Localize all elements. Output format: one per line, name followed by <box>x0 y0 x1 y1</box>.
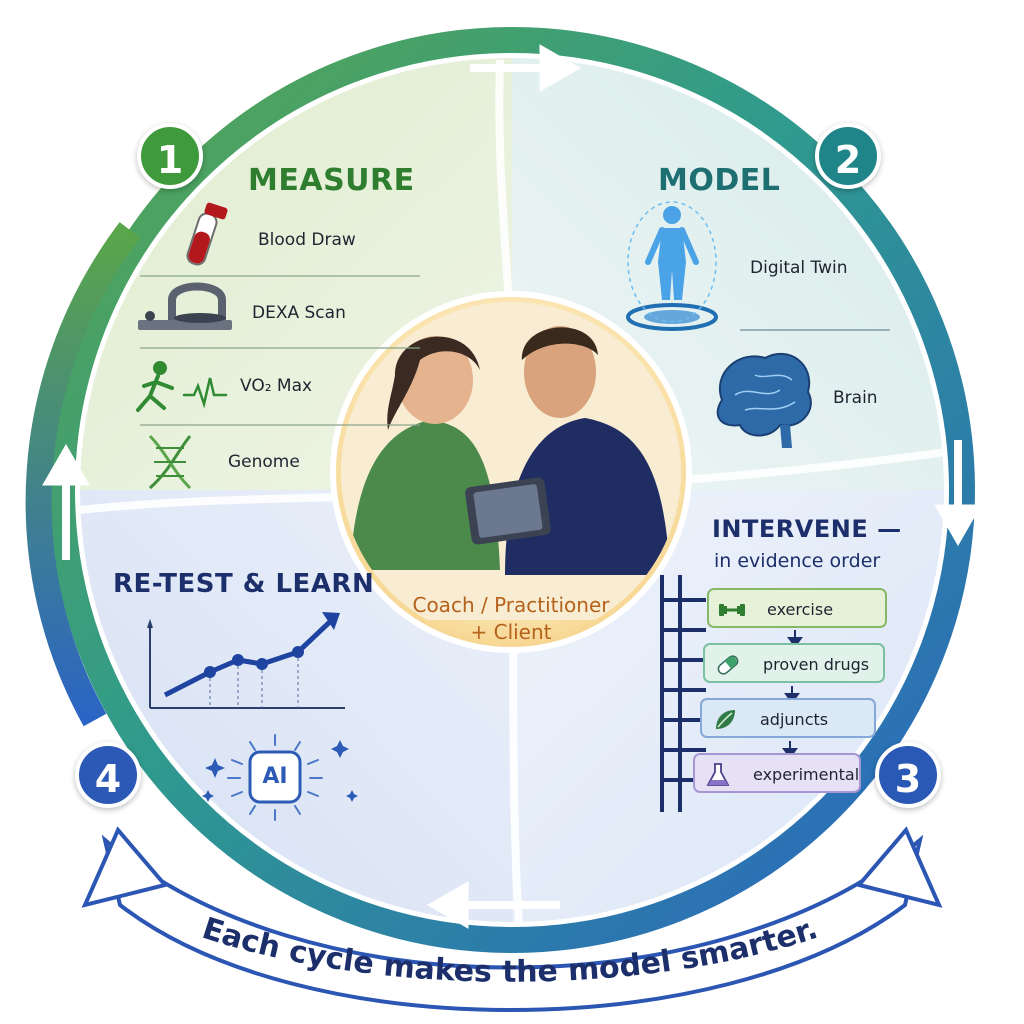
step-number-2: 2 <box>815 123 881 189</box>
model-heading: MODEL <box>658 163 781 198</box>
ladder-step-adjuncts: adjuncts <box>700 698 876 738</box>
dexa-scanner-icon <box>138 282 232 330</box>
leaf-icon <box>716 710 735 729</box>
intervene-heading: INTERVENE — <box>712 515 902 543</box>
brain-icon <box>716 352 812 448</box>
trend-chart-icon <box>147 612 345 709</box>
ladder-step-proven-drugs: proven drugs <box>703 643 885 683</box>
coach-client-illustration <box>341 302 681 620</box>
measure-heading: MEASURE <box>248 163 415 198</box>
flask-icon <box>706 763 730 786</box>
intervene-subheading: in evidence order <box>714 550 881 572</box>
model-item-brain: Brain <box>833 388 878 408</box>
step-number-1: 1 <box>137 123 203 189</box>
ladder-step-experimental-label: experimental <box>753 765 860 784</box>
ring-arrows <box>42 44 982 929</box>
ladder-step-exercise: exercise <box>707 588 887 628</box>
measure-item-dexa-scan: DEXA Scan <box>252 303 346 323</box>
dna-icon <box>148 434 192 490</box>
center-caption-line2: + Client <box>470 620 552 644</box>
footer-banner <box>81 826 943 1012</box>
evidence-ladder <box>660 575 706 812</box>
retest-heading: RE-TEST & LEARN <box>113 569 375 599</box>
digital-twin-body-icon <box>626 201 718 331</box>
model-item-digital-twin: Digital Twin <box>750 258 848 278</box>
measure-item-genome: Genome <box>228 452 300 472</box>
measure-dividers <box>140 275 420 426</box>
ai-chip-icon <box>202 734 358 821</box>
ladder-step-experimental: experimental <box>693 753 861 793</box>
pill-icon <box>717 655 739 675</box>
ladder-step-proven-drugs-label: proven drugs <box>763 655 870 674</box>
measure-item-blood-draw: Blood Draw <box>258 230 356 250</box>
step-number-4: 4 <box>75 742 141 808</box>
runner-heartbeat-icon <box>136 361 228 412</box>
ladder-step-exercise-label: exercise <box>767 600 834 619</box>
center-caption-line1: Coach / Practitioner <box>412 593 610 617</box>
blood-tube-icon <box>186 202 228 266</box>
step-number-3: 3 <box>875 742 941 808</box>
measure-item-vo2-max: VO₂ Max <box>240 376 313 396</box>
dumbbell-icon <box>719 604 745 616</box>
ladder-step-adjuncts-label: adjuncts <box>760 710 829 729</box>
ai-chip-label: AI <box>262 764 288 789</box>
